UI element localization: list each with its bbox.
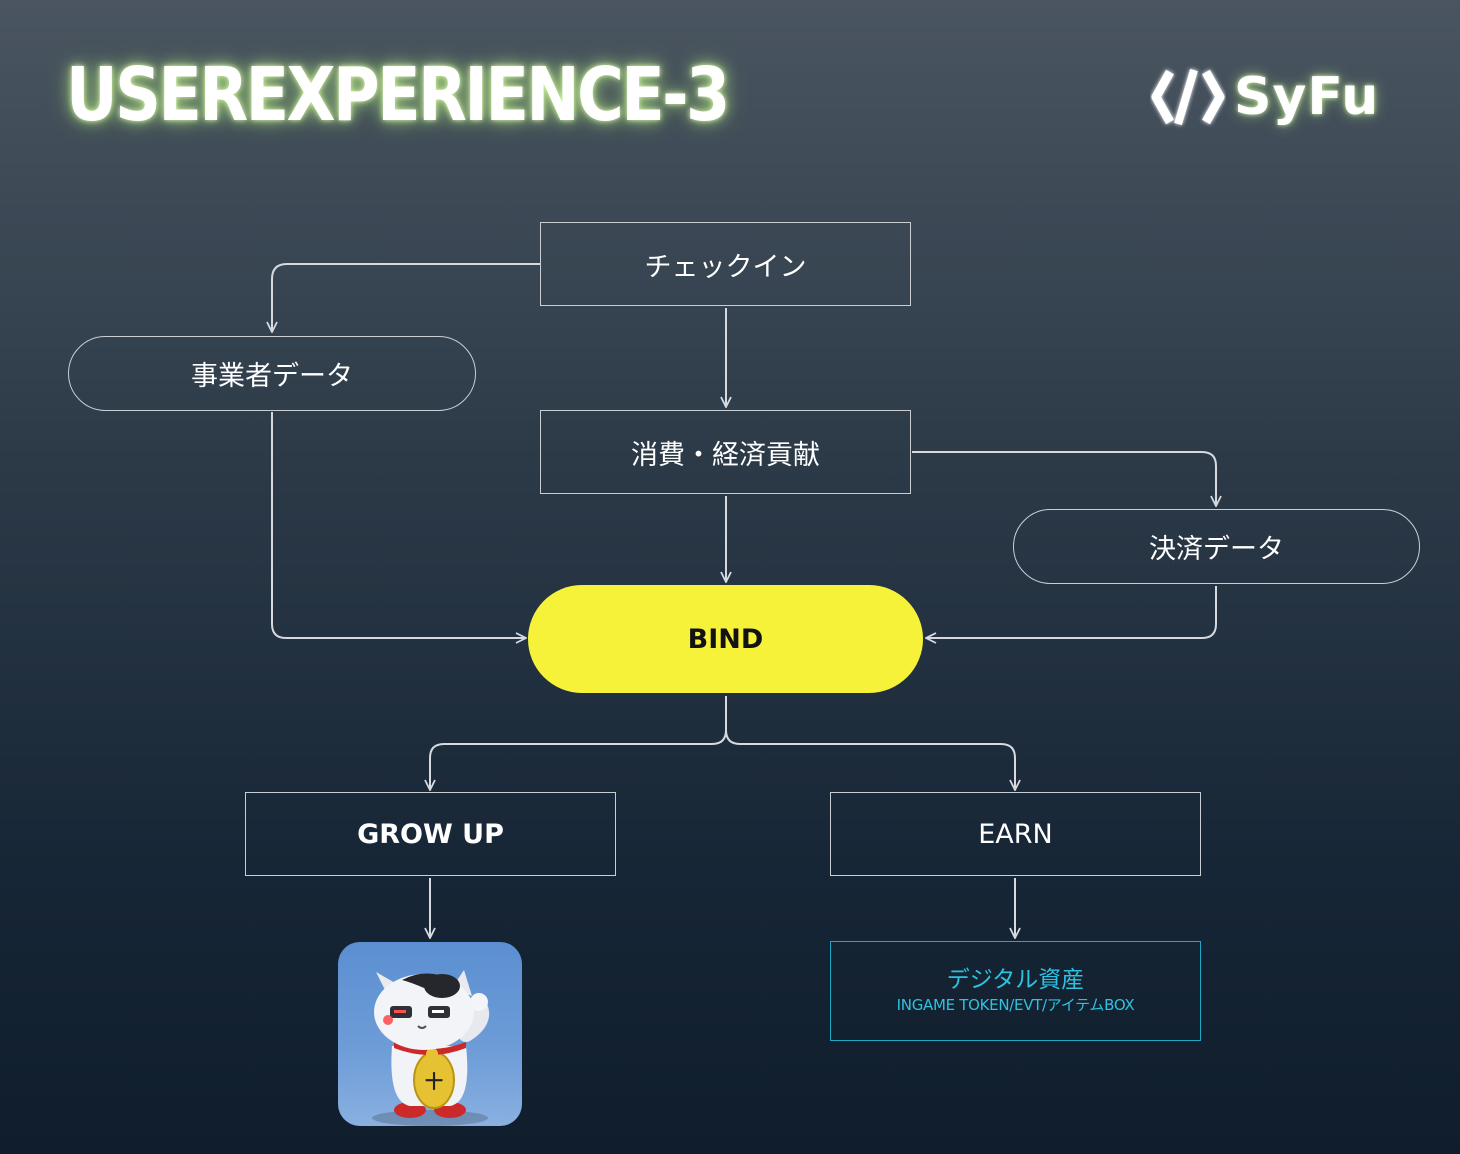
connector-bind-to-earn [725,729,1015,790]
connector-operator-to-bind [271,412,526,638]
connector-checkin-to-operator [272,263,540,332]
syfu-logo-icon [1151,68,1225,126]
node-operator-data: 事業者データ [68,336,476,411]
page-title: USEREXPERIENCE-3 [66,52,730,138]
syfu-logo: SyFu [1150,62,1379,132]
svg-text:十: 十 [425,1071,443,1093]
node-bind-label: BIND [687,623,764,655]
node-digital-assets: デジタル資産 INGAME TOKEN/EVT/アイテムBOX [830,941,1201,1041]
lucky-cat-mascot-icon: 十 [372,970,489,1126]
connector-payment-to-bind [926,586,1217,638]
node-grow-up: GROW UP [245,792,616,876]
node-payment-data-label: 決済データ [1149,534,1284,565]
node-bind: BIND [528,585,923,693]
digital-assets-subtitle: INGAME TOKEN/EVT/アイテムBOX [896,996,1135,1014]
node-operator-data-label: 事業者データ [191,361,353,392]
node-consumption-label: 消費・経済貢献 [631,439,820,471]
node-grow-up-label: GROW UP [357,818,504,850]
node-earn-label: EARN [978,818,1053,850]
connector-bind-to-growup [430,696,727,790]
node-checkin-label: チェックイン [644,251,807,283]
mascot-card: 十 [338,942,522,1126]
logo-text: SyFu [1234,67,1380,127]
node-checkin: チェックイン [540,222,911,306]
node-payment-data: 決済データ [1013,509,1420,584]
node-consumption: 消費・経済貢献 [540,410,911,494]
digital-assets-title: デジタル資産 [946,967,1085,993]
connector-consumption-to-payment [912,451,1216,506]
node-earn: EARN [830,792,1201,876]
